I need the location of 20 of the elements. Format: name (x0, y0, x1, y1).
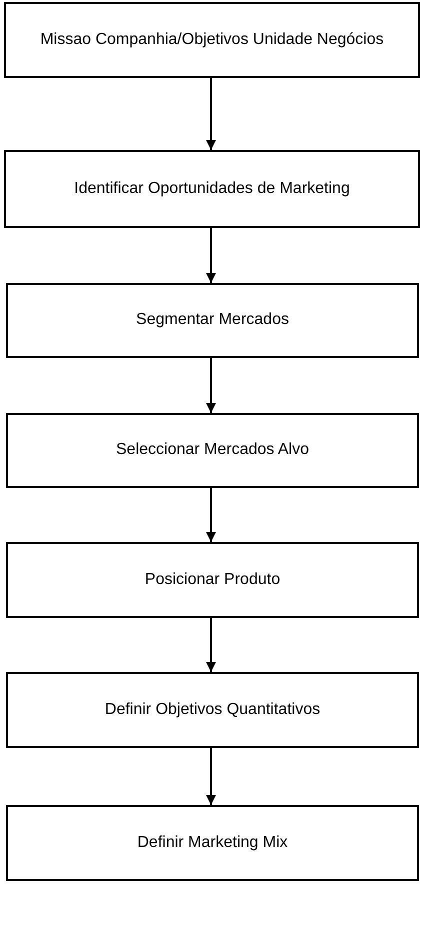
process-box (6, 413, 419, 488)
arrow (206, 488, 216, 542)
step-label: Definir Marketing Mix (137, 832, 288, 853)
arrow (206, 358, 216, 413)
step-label: Missao Companhia/Objetivos Unidade Negócios (40, 30, 384, 50)
process-box (4, 2, 420, 78)
arrow (206, 78, 216, 150)
process-box (4, 150, 420, 228)
step-label: Identificar Oportunidades de Marketing (74, 178, 350, 199)
arrow (206, 618, 216, 672)
step-label: Seleccionar Mercados Alvo (116, 440, 309, 460)
step-label: Definir Objetivos Quantitativos (104, 700, 320, 720)
process-box (6, 283, 419, 358)
step-label: Posicionar Produto (144, 570, 280, 590)
step-label: Segmentar Mercados (136, 310, 289, 330)
process-box (6, 672, 419, 748)
arrow (206, 748, 216, 805)
arrow (206, 228, 216, 283)
process-box (6, 805, 419, 881)
process-box (6, 542, 419, 618)
